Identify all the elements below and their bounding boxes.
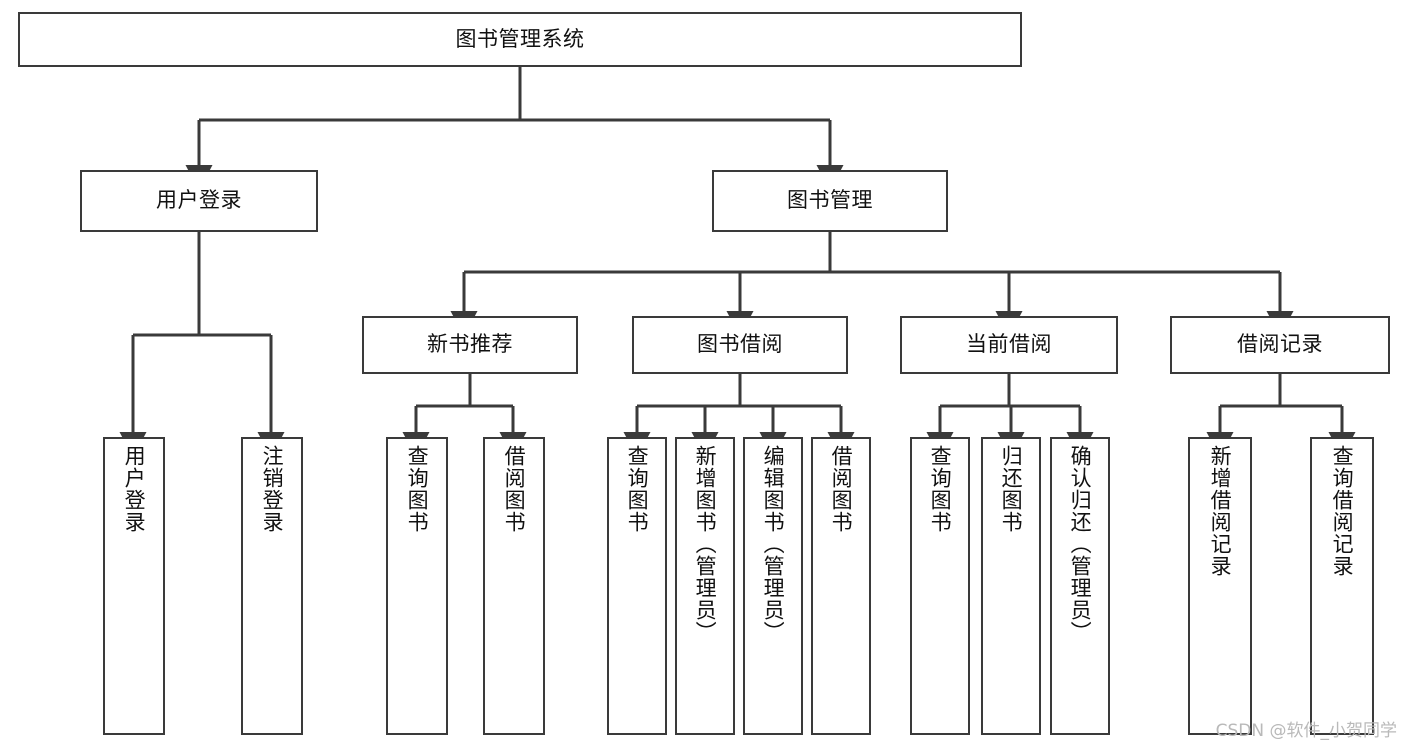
node-label-leaf-return: 归还图书: [999, 445, 1024, 533]
node-label-leaf-borrow-2: 借阅图书: [829, 445, 854, 533]
node-label-leaf-add-rec: 新增借阅记录: [1208, 445, 1233, 577]
node-leaf-user-login[interactable]: 用户登录: [103, 437, 165, 735]
node-label-user-login: 用户登录: [156, 188, 242, 213]
node-leaf-borrow-2[interactable]: 借阅图书: [811, 437, 871, 735]
csdn-watermark: CSDN @软件_小贺同学: [1215, 721, 1397, 741]
node-leaf-confirm[interactable]: 确认归还（管理员）: [1050, 437, 1110, 735]
node-book-borrow[interactable]: 图书借阅: [632, 316, 848, 374]
node-current-borrow[interactable]: 当前借阅: [900, 316, 1118, 374]
node-book-manage[interactable]: 图书管理: [712, 170, 948, 232]
node-leaf-edit-book[interactable]: 编辑图书（管理员）: [743, 437, 803, 735]
node-leaf-add-book[interactable]: 新增图书（管理员）: [675, 437, 735, 735]
node-label-borrow-record: 借阅记录: [1237, 332, 1323, 357]
node-leaf-query-rec[interactable]: 查询借阅记录: [1310, 437, 1374, 735]
node-label-leaf-query-2: 查询图书: [625, 445, 650, 533]
node-label-leaf-add-book: 新增图书（管理员）: [693, 445, 718, 643]
node-label-new-book-rec: 新书推荐: [427, 332, 513, 357]
node-label-leaf-logout: 注销登录: [260, 445, 285, 533]
node-leaf-logout[interactable]: 注销登录: [241, 437, 303, 735]
node-label-leaf-query-3: 查询图书: [928, 445, 953, 533]
node-label-leaf-user-login: 用户登录: [122, 445, 147, 533]
node-leaf-query-1[interactable]: 查询图书: [386, 437, 448, 735]
node-label-current-borrow: 当前借阅: [966, 332, 1052, 357]
node-label-leaf-borrow-1: 借阅图书: [502, 445, 527, 533]
node-leaf-add-rec[interactable]: 新增借阅记录: [1188, 437, 1252, 735]
node-label-leaf-edit-book: 编辑图书（管理员）: [761, 445, 786, 643]
node-new-book-rec[interactable]: 新书推荐: [362, 316, 578, 374]
node-borrow-record[interactable]: 借阅记录: [1170, 316, 1390, 374]
node-leaf-borrow-1[interactable]: 借阅图书: [483, 437, 545, 735]
node-leaf-query-3[interactable]: 查询图书: [910, 437, 970, 735]
node-label-book-manage: 图书管理: [787, 188, 873, 213]
node-leaf-query-2[interactable]: 查询图书: [607, 437, 667, 735]
node-root[interactable]: 图书管理系统: [18, 12, 1022, 67]
node-label-leaf-query-rec: 查询借阅记录: [1330, 445, 1355, 577]
node-label-leaf-query-1: 查询图书: [405, 445, 430, 533]
node-label-book-borrow: 图书借阅: [697, 332, 783, 357]
node-leaf-return[interactable]: 归还图书: [981, 437, 1041, 735]
node-label-leaf-confirm: 确认归还（管理员）: [1068, 445, 1093, 643]
node-user-login[interactable]: 用户登录: [80, 170, 318, 232]
node-label-root: 图书管理系统: [455, 26, 585, 51]
